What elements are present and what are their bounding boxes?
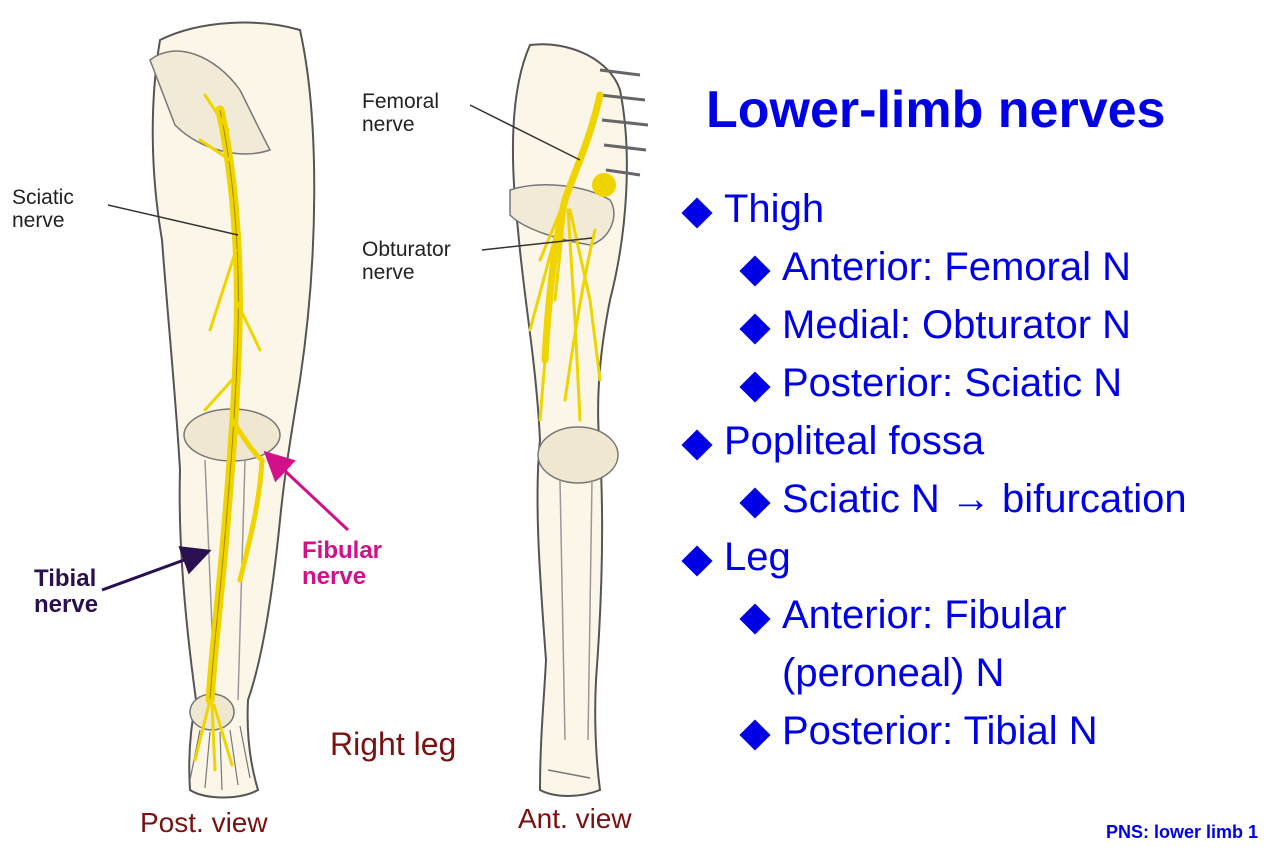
obturator-nerve bbox=[563, 228, 597, 402]
outline-item: Posterior: Tibial N bbox=[782, 709, 1098, 753]
outline-item: Popliteal fossa bbox=[724, 419, 985, 463]
anterior-view-label: Ant. view bbox=[518, 803, 632, 834]
sciatic-nerve-label: Sciatic nerve bbox=[12, 186, 74, 233]
tibial-nerve-label: Tibial nerve bbox=[34, 565, 99, 619]
femoral-nerve-label: Femoral nerve bbox=[362, 90, 440, 137]
tibial-arrow bbox=[101, 546, 212, 592]
slide-title: Lower-limb nerves bbox=[706, 81, 1166, 139]
bullet-outline: Thigh Anterior: Femoral N Medial: Obtura… bbox=[680, 180, 1270, 760]
obturator-nerve-label: Obturator nerve bbox=[362, 238, 451, 285]
outline-item: Anterior: Fibular (peroneal) N bbox=[782, 593, 1067, 695]
posterior-view-label: Post. view bbox=[140, 807, 268, 838]
outline-item: Posterior: Sciatic N bbox=[782, 361, 1123, 405]
leg-nerves-drawing bbox=[101, 21, 649, 799]
femoral-leader-line bbox=[469, 104, 581, 161]
fibular-nerve-branch bbox=[229, 417, 265, 583]
slide-footer: PNS: lower limb 1 bbox=[1105, 822, 1258, 842]
obturator-leader-line bbox=[481, 237, 593, 251]
outline-item: Medial: Obturator N bbox=[782, 303, 1132, 347]
outline-item: Thigh bbox=[724, 187, 825, 231]
outline-item: Anterior: Femoral N bbox=[782, 245, 1131, 289]
posterior-leg bbox=[149, 21, 316, 799]
fibular-nerve-label: Fibular nerve bbox=[302, 537, 383, 591]
right-leg-label: Right leg bbox=[330, 726, 457, 762]
outline-item: Leg bbox=[724, 535, 791, 579]
anterior-leg bbox=[509, 43, 649, 797]
sciatic-leader-line bbox=[107, 204, 239, 236]
leg-illustration: Sciatic nerve Femoral nerve Obturator ne… bbox=[12, 21, 649, 838]
outline-item: Sciatic N → bifurcation bbox=[782, 477, 1187, 521]
fibular-arrow bbox=[263, 450, 350, 532]
